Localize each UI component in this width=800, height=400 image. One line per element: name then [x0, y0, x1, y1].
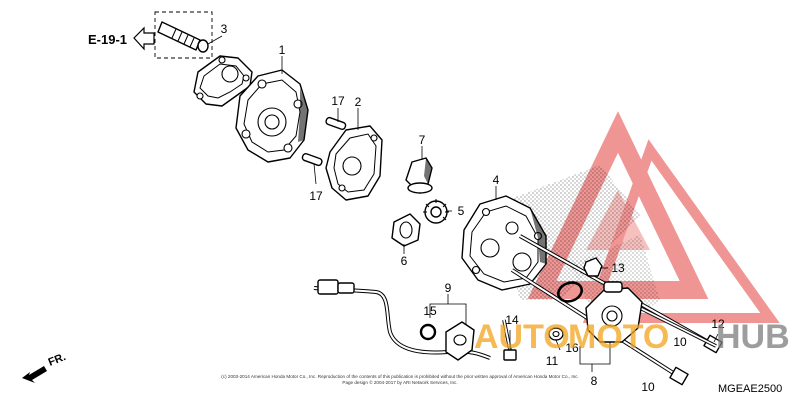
part-9-sensor-harness[interactable] — [313, 279, 491, 361]
callout-12[interactable]: 12 — [711, 317, 725, 331]
callout-17-lower[interactable]: 17 — [309, 189, 323, 203]
part-13-cap-nut[interactable] — [583, 257, 603, 277]
callout-16[interactable]: 16 — [565, 341, 579, 355]
callout-5[interactable]: 5 — [458, 204, 465, 218]
callout-14[interactable]: 14 — [505, 313, 519, 327]
watermark-word-moto: MOTO — [568, 318, 669, 356]
arrow-left-icon — [133, 26, 155, 51]
part-11-nut[interactable] — [548, 327, 564, 341]
front-label: FR. — [47, 351, 68, 369]
part-5-gear[interactable] — [423, 199, 449, 224]
callout-2[interactable]: 2 — [355, 95, 362, 109]
callout-10-lower[interactable]: 10 — [641, 380, 655, 394]
leader-lines — [207, 35, 719, 372]
part-17-dowel-upper[interactable] — [325, 116, 347, 131]
callout-9[interactable]: 9 — [445, 281, 452, 295]
copyright-line-2: Page design © 2004-2017 by ARI Network S… — [342, 379, 457, 385]
arrow-front-icon — [22, 366, 47, 383]
reference-marker[interactable]: E-19-1 — [88, 26, 155, 51]
callout-7[interactable]: 7 — [419, 133, 426, 147]
callout-4[interactable]: 4 — [493, 173, 500, 187]
callout-6[interactable]: 6 — [401, 254, 408, 268]
part-15-o-ring[interactable] — [419, 323, 437, 341]
callout-3[interactable]: 3 — [221, 22, 228, 36]
callout-15[interactable]: 15 — [423, 304, 437, 318]
callout-13[interactable]: 13 — [611, 261, 625, 275]
watermark-word-hub: HUB — [716, 318, 790, 356]
callout-8[interactable]: 8 — [591, 374, 598, 388]
watermark-word-auto: AUTO — [474, 318, 570, 356]
part-7-impeller[interactable] — [405, 157, 433, 194]
part-6-rotor[interactable] — [391, 213, 421, 247]
part-2-gasket[interactable] — [325, 125, 383, 201]
callout-10-upper[interactable]: 10 — [673, 335, 687, 349]
watermark-text: AUTO MOTO HUB — [474, 318, 790, 356]
part-14-bolt[interactable] — [502, 319, 517, 361]
part-1-pump-cover[interactable] — [235, 69, 309, 163]
callout-1[interactable]: 1 — [279, 43, 286, 57]
callout-17-upper[interactable]: 17 — [331, 94, 345, 108]
part-3-shaft[interactable] — [154, 11, 213, 59]
front-marker: FR. — [22, 351, 68, 383]
callout-11[interactable]: 11 — [546, 354, 559, 368]
copyright-line-1: (c) 2003-2014 American Honda Motor Co., … — [221, 374, 578, 379]
part-16-o-ring[interactable] — [556, 279, 585, 304]
diagram-code: MGEAE2500 — [718, 383, 782, 395]
part-17-dowel-lower[interactable] — [301, 152, 323, 167]
callouts: 1 2 3 4 5 6 7 8 9 10 10 11 12 13 14 15 1… — [221, 22, 725, 394]
reference-label: E-19-1 — [88, 32, 127, 47]
part-8-housing[interactable] — [585, 281, 643, 343]
copyright: (c) 2003-2014 American Honda Motor Co., … — [221, 374, 578, 385]
gasket-1 — [193, 55, 253, 107]
